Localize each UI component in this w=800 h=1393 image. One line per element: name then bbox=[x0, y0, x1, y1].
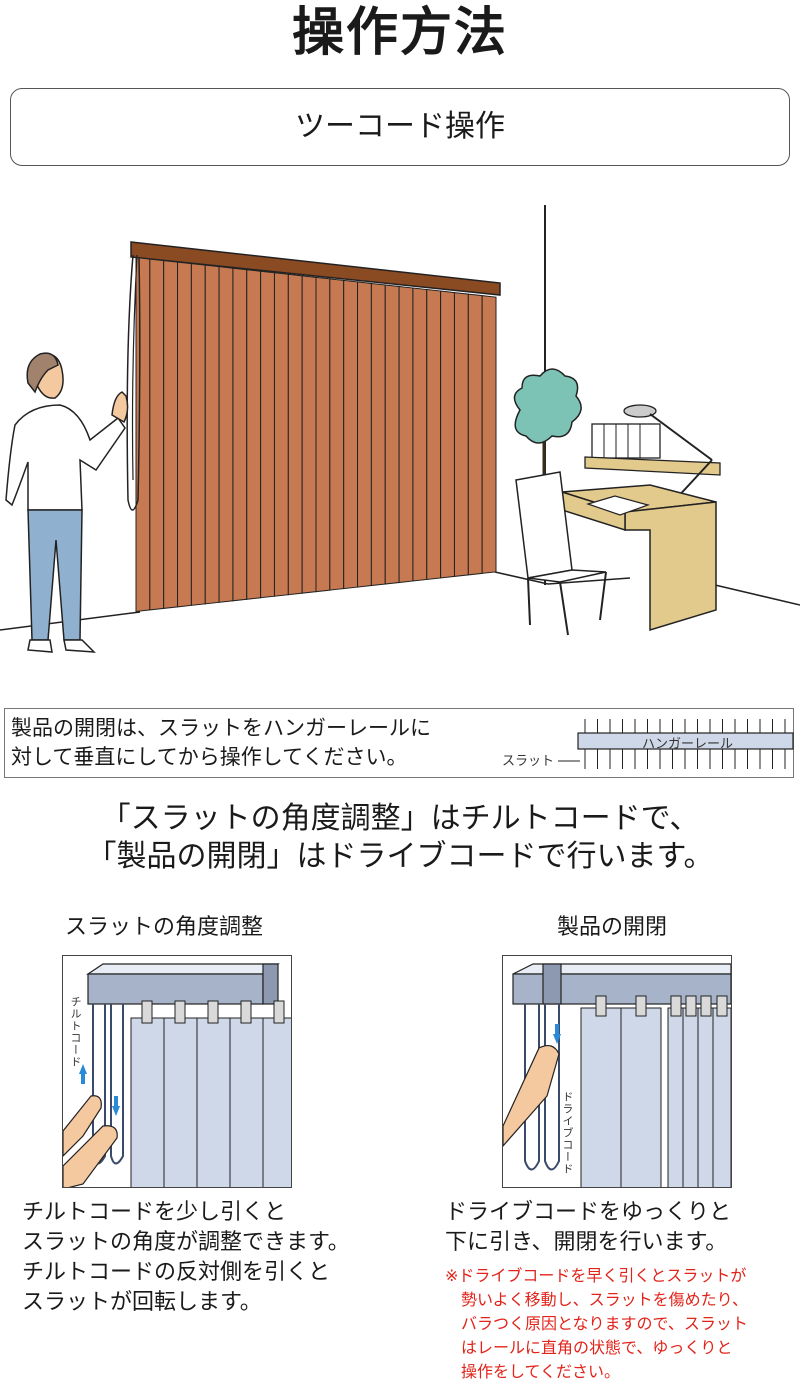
notice-text: 製品の開閉は、スラットをハンガーレールに 対して垂直にしてから操作してください。 bbox=[11, 714, 431, 772]
warning-text: ※ドライブコードを早く引くとスラットが 勢いよく移動し、スラットを傷めたり、 バ… bbox=[445, 1264, 748, 1384]
hanger-rail-label: ハンガーレール bbox=[641, 737, 733, 752]
warning-line-5: 操作をしてください。 bbox=[461, 1362, 621, 1381]
warning-line-4: はレールに直角の状態で、ゆっくりと bbox=[461, 1338, 733, 1357]
chair bbox=[515, 471, 607, 636]
warning-line-2: 勢いよく移動し、スラットを傷めたり、 bbox=[461, 1290, 749, 1309]
slat bbox=[357, 281, 372, 588]
tilt-desc-line-3: チルトコードの反対側を引くと bbox=[22, 1260, 331, 1285]
slat bbox=[287, 273, 303, 596]
slat bbox=[329, 278, 345, 591]
slat bbox=[384, 284, 400, 585]
slat bbox=[163, 260, 179, 609]
slat bbox=[301, 275, 317, 594]
tilt-desc-line-4: スラットが回転します。 bbox=[22, 1290, 262, 1315]
tilt-desc-line-1: チルトコードを少し引くと bbox=[22, 1200, 287, 1225]
tilt-cord-label: チルトコード bbox=[69, 996, 82, 1068]
slat bbox=[412, 287, 428, 582]
page-title: 操作方法 bbox=[291, 3, 508, 63]
drive-cord-label: ドライブコード bbox=[561, 1091, 574, 1175]
drive-desc-line-1: ドライブコードをゆっくりと bbox=[445, 1200, 732, 1225]
tilt-title: スラットの角度調整 bbox=[65, 915, 264, 940]
slat bbox=[426, 288, 442, 581]
slat bbox=[177, 261, 192, 608]
slat bbox=[273, 272, 289, 597]
slat bbox=[481, 295, 497, 574]
open-close-description: ドライブコードをゆっくりと 下に引き、開閉を行います。 bbox=[445, 1198, 731, 1258]
instruction-heading: 「スラットの角度調整」はチルトコードで、 「製品の開閉」はドライブコードで行いま… bbox=[0, 800, 800, 876]
slat bbox=[315, 276, 331, 593]
slat bbox=[149, 258, 165, 611]
notice-box: 製品の開閉は、スラットをハンガーレールに 対して垂直にしてから操作してください。… bbox=[4, 708, 794, 778]
slat bbox=[218, 266, 234, 603]
warning-line-3: バラつく原因となりますので、スラット bbox=[461, 1314, 748, 1333]
rail-diagram: ハンガーレール スラット bbox=[500, 715, 795, 773]
warning-line-1: ※ドライブコードを早く引くとスラットが bbox=[445, 1266, 747, 1285]
slat bbox=[398, 285, 414, 584]
slat bbox=[246, 269, 262, 600]
notice-line-2: 対して垂直にしてから操作してください。 bbox=[11, 745, 408, 769]
shelf bbox=[584, 423, 721, 476]
slat bbox=[467, 293, 483, 576]
person-figure bbox=[5, 352, 129, 653]
slat bbox=[453, 292, 469, 577]
slat bbox=[260, 270, 275, 599]
drive-desc-line-2: 下に引き、開閉を行います。 bbox=[445, 1230, 728, 1255]
tilt-figure: チルトコード bbox=[62, 955, 292, 1188]
open-close-title: 製品の開閉 bbox=[557, 915, 668, 940]
subtitle: ツーコード操作 bbox=[295, 109, 505, 144]
slat bbox=[204, 264, 220, 605]
desk bbox=[561, 484, 717, 632]
slat bbox=[370, 282, 386, 587]
slat bbox=[232, 267, 248, 602]
tilt-description: チルトコードを少し引くと スラットの角度が調整できます。 チルトコードの反対側を… bbox=[22, 1198, 350, 1318]
heading-line-2: 「製品の開閉」はドライブコードで行います。 bbox=[86, 839, 714, 874]
plant bbox=[513, 368, 582, 480]
subtitle-box: ツーコード操作 bbox=[10, 88, 790, 166]
tilt-desc-line-2: スラットの角度が調整できます。 bbox=[22, 1230, 350, 1255]
slat bbox=[135, 256, 151, 613]
heading-line-1: 「スラットの角度調整」はチルトコードで、 bbox=[100, 801, 700, 836]
slat-label: スラット bbox=[502, 754, 555, 769]
room-illustration bbox=[0, 205, 800, 653]
slat bbox=[190, 263, 206, 606]
open-close-figure: ドライブコード bbox=[502, 955, 732, 1188]
vertical-slats bbox=[135, 256, 497, 613]
slat bbox=[440, 290, 455, 579]
slat bbox=[343, 279, 359, 590]
notice-line-1: 製品の開閉は、スラットをハンガーレールに bbox=[11, 716, 431, 740]
